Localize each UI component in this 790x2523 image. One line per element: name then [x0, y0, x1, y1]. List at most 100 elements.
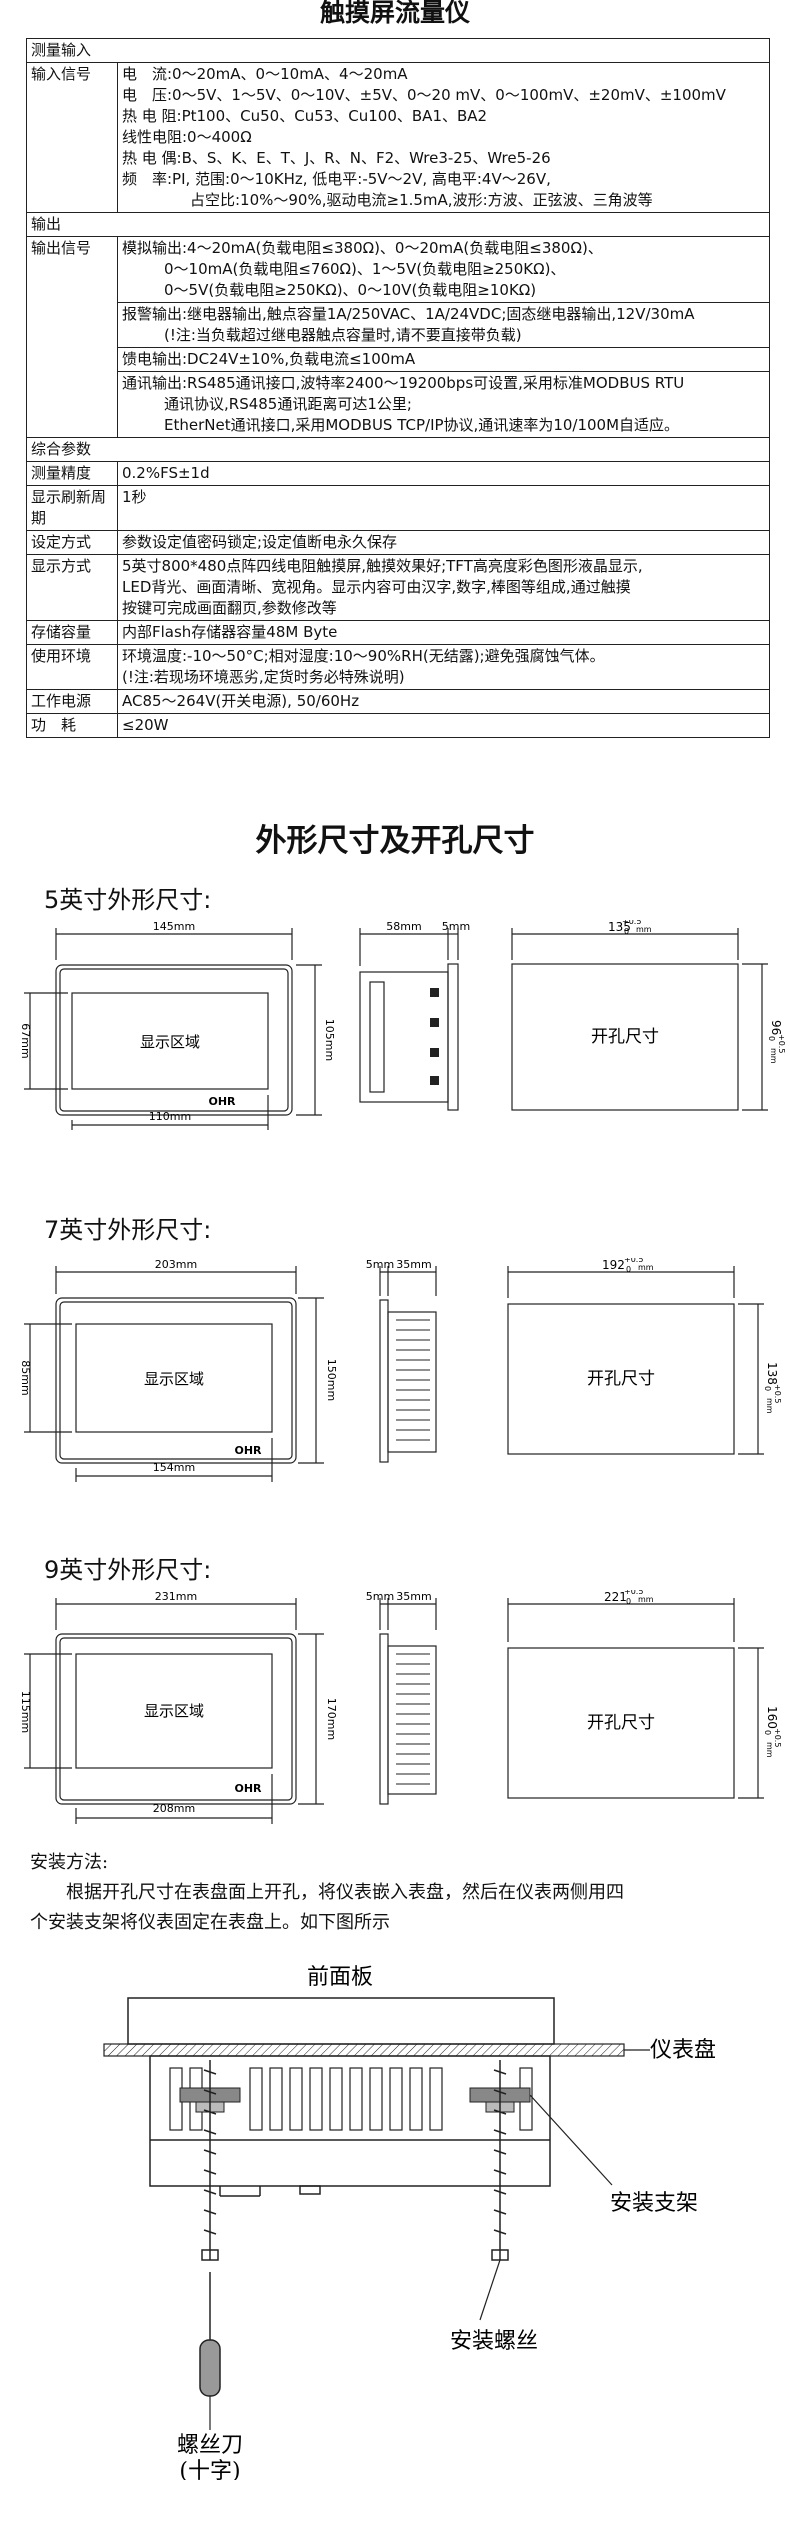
section-measure-input: 测量输入: [26, 38, 770, 63]
cutout-label: 开孔尺寸: [591, 1027, 659, 1047]
input-line: 频 率:PI, 范围:0～10KHz, 低电平:-5V～2V, 高电平:4V～2…: [122, 170, 551, 188]
unit-label: mm: [769, 1048, 778, 1064]
power-label: 工作电源: [26, 689, 118, 714]
storage-value: 内部Flash存储器容量48M Byte: [117, 620, 770, 645]
view-width-label: 208mm: [153, 1802, 195, 1815]
install-diagram: 前面板: [103, 1965, 716, 2480]
model-heading: 5英寸外形尺寸:: [44, 886, 212, 914]
env-line: 环境温度:-10～50°C;相对湿度:10～90%RH(无结露);避免强腐蚀气体…: [122, 647, 605, 665]
input-line: 线性电阻:0～400Ω: [122, 128, 252, 146]
alarm-line: 报警输出:继电器输出,触点容量1A/250VAC、1A/24VDC;固态继电器输…: [122, 305, 695, 323]
input-line: 电 流:0～20mA、0～10mA、4～20mA: [122, 65, 408, 83]
page-title: 触摸屏流量仪: [319, 0, 470, 27]
depth-label: 58mm: [386, 920, 421, 933]
cutout-width-value: 221: [604, 1590, 627, 1604]
unit-label: mm: [765, 1742, 774, 1758]
model-9in-drawing: 231mm 115mm 170mm 208mm 显示区域 OHR 5mm 35m…: [19, 1590, 782, 1824]
analog-line: 模拟输出:4～20mA(负载电阻≤380Ω)、0～20mA(负载电阻≤380Ω)…: [122, 239, 603, 257]
power-value: AC85～264V(开关电源), 50/60Hz: [117, 689, 770, 714]
consumption-label: 功 耗: [26, 713, 118, 738]
display-area-label: 显示区域: [144, 1702, 204, 1720]
panel-label: 仪表盘: [650, 2038, 716, 2063]
section-general: 综合参数: [26, 437, 770, 462]
install-text: 个安装支架将仪表固定在表盘上。如下图所示: [30, 1912, 390, 1933]
refresh-label: 显示刷新周期: [26, 485, 118, 531]
tolerance-upper: +0.5: [624, 1590, 643, 1596]
tolerance-lower: 0: [767, 1036, 776, 1041]
refresh-value: 1秒: [117, 485, 770, 531]
height-label: 105mm: [323, 1019, 336, 1061]
consumption-value: ≤20W: [117, 713, 770, 738]
width-label: 231mm: [155, 1590, 197, 1603]
input-line: 热 电 阻:Pt100、Cu50、Cu53、Cu100、BA1、BA2: [122, 107, 488, 125]
tolerance-lower: 0: [763, 1730, 772, 1735]
env-line: (!注:若现场环境恶劣,定货时务必特殊说明): [122, 668, 405, 686]
tolerance-lower: 0: [626, 1265, 631, 1274]
brand-logo: OHR: [208, 1095, 236, 1108]
tolerance-lower: 0: [626, 1597, 631, 1606]
view-height-label: 85mm: [19, 1360, 32, 1395]
analog-line: 0～10mA(负载电阻≤760Ω)、1～5V(负载电阻≥250KΩ)、: [164, 260, 566, 278]
analog-line: 0～5V(负载电阻≥250KΩ)、0～10V(负载电阻≥10KΩ): [164, 281, 537, 299]
width-label: 203mm: [155, 1258, 197, 1271]
bracket-label: 安装支架: [610, 2191, 698, 2216]
view-height-label: 67mm: [19, 1023, 32, 1058]
env-value: 环境温度:-10～50°C;相对湿度:10～90%RH(无结露);避免强腐蚀气体…: [117, 644, 770, 690]
cutout-width-value: 192: [602, 1258, 625, 1272]
cutout-height-value: 138: [765, 1362, 779, 1385]
unit-label: mm: [765, 1398, 774, 1414]
view-height-label: 115mm: [19, 1691, 32, 1733]
bezel-label: 5mm: [366, 1590, 394, 1603]
input-signal-label: 输入信号: [26, 62, 118, 213]
brand-logo: OHR: [234, 1782, 262, 1795]
input-signal-values: 电 流:0～20mA、0～10mA、4～20mA 电 压:0～5V、1～5V、0…: [117, 62, 770, 213]
view-width-label: 154mm: [153, 1461, 195, 1474]
comm-line: 通讯协议,RS485通讯距离可达1公里;: [164, 395, 412, 413]
cutout-height-value: 96: [769, 1020, 783, 1035]
cutout-height-dimension: 138 +0.5 0 mm: [763, 1362, 782, 1414]
screw-label: 安装螺丝: [450, 2329, 538, 2354]
tolerance-upper: +0.5: [622, 920, 641, 926]
depth-label: 35mm: [396, 1590, 431, 1603]
tolerance-lower: 0: [763, 1386, 772, 1391]
spec-table: 测量输入 输入信号 电 流:0～20mA、0～10mA、4～20mA 电 压:0…: [26, 38, 770, 738]
alarm-output: 报警输出:继电器输出,触点容量1A/250VAC、1A/24VDC;固态继电器输…: [117, 302, 770, 348]
input-line: 占空比:10%～90%,驱动电流≥1.5mA,波形:方波、正弦波、三角波等: [190, 191, 653, 209]
model-5in-drawing: 145mm 67mm 105mm 110mm 显示区域 OHR 58mm 5mm…: [19, 920, 786, 1130]
view-width-label: 110mm: [149, 1110, 191, 1123]
output-signal-label: 输出信号: [26, 236, 118, 438]
comm-line: 通讯输出:RS485通讯接口,波特率2400～19200bps可设置,采用标准M…: [122, 374, 685, 392]
install-title: 安装方法:: [30, 1852, 109, 1873]
display-area-label: 显示区域: [140, 1033, 200, 1051]
depth-label: 35mm: [396, 1258, 431, 1271]
height-label: 170mm: [325, 1698, 338, 1740]
feed-output: 馈电输出:DC24V±10%,负载电流≤100mA: [117, 347, 770, 372]
cutout-width-value: 135: [608, 920, 631, 934]
analog-output: 模拟输出:4～20mA(负载电阻≤380Ω)、0～20mA(负载电阻≤380Ω)…: [117, 236, 770, 303]
cutout-width-dimension: 221 +0.5 0 mm: [604, 1590, 654, 1606]
width-label: 145mm: [153, 920, 195, 933]
height-label: 150mm: [325, 1359, 338, 1401]
setting-value: 参数设定值密码锁定;设定值断电永久保存: [117, 530, 770, 555]
comm-line: EtherNet通讯接口,采用MODBUS TCP/IP协议,通讯速率为10/1…: [164, 416, 680, 434]
model-heading: 7英寸外形尺寸:: [44, 1216, 212, 1244]
accuracy-label: 测量精度: [26, 461, 118, 486]
comm-output: 通讯输出:RS485通讯接口,波特率2400～19200bps可设置,采用标准M…: [117, 371, 770, 438]
storage-label: 存储容量: [26, 620, 118, 645]
alarm-line: (!注:当负载超过继电器触点容量时,请不要直接带负载): [164, 326, 522, 344]
display-area-label: 显示区域: [144, 1370, 204, 1388]
cutout-label: 开孔尺寸: [587, 1713, 655, 1733]
bezel-label: 5mm: [442, 920, 470, 933]
screwdriver-type-label: (十字): [179, 2459, 240, 2480]
bezel-label: 5mm: [366, 1258, 394, 1271]
display-line: 5英寸800*480点阵四线电阻触摸屏,触摸效果好;TFT高亮度彩色图形液晶显示…: [122, 557, 643, 575]
cutout-height-dimension: 160 +0.5 0 mm: [763, 1706, 782, 1758]
cutout-width-dimension: 135 +0.5 0 mm: [608, 920, 652, 936]
env-label: 使用环境: [26, 644, 118, 690]
unit-label: mm: [638, 1263, 654, 1272]
front-panel-label: 前面板: [307, 1965, 373, 1990]
cutout-height-dimension: 96 +0.5 0 mm: [767, 1020, 786, 1064]
model-7in-drawing: 203mm 85mm 150mm 154mm 显示区域 OHR 5mm 35mm…: [19, 1258, 782, 1482]
cutout-height-value: 160: [765, 1706, 779, 1729]
unit-label: mm: [636, 925, 652, 934]
